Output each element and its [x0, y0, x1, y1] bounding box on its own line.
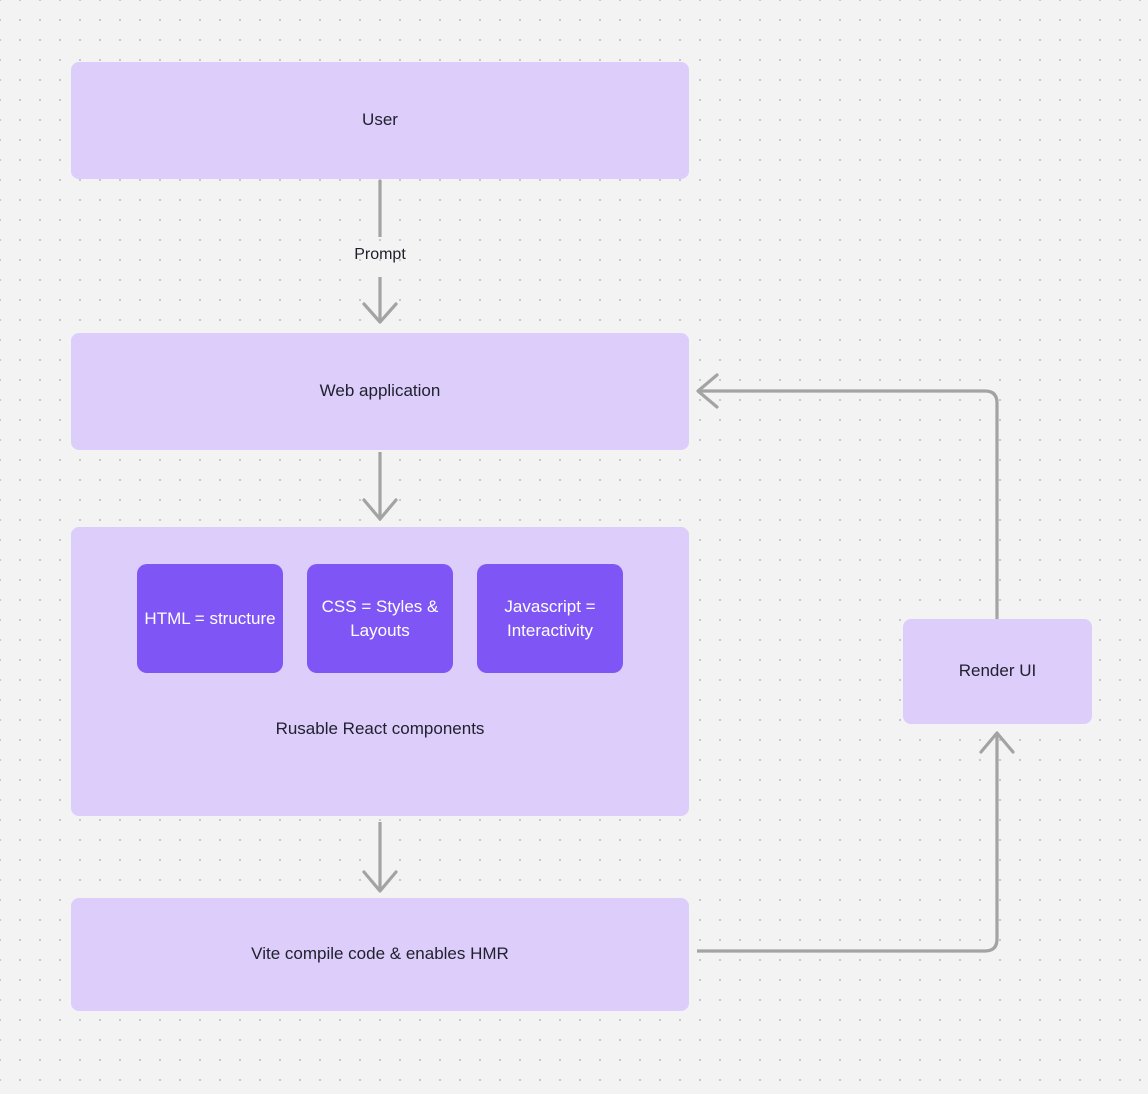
edge-web-application-to-components [362, 452, 398, 521]
node-render-ui-label: Render UI [958, 661, 1037, 681]
node-vite[interactable]: Vite compile code & enables HMR [71, 898, 689, 1011]
node-user[interactable]: User [71, 62, 689, 179]
node-web-application[interactable]: Web application [71, 333, 689, 450]
edge-components-to-vite [362, 822, 398, 893]
chip-css-label: CSS = Styles & Layouts [321, 597, 439, 640]
node-user-label: User [362, 110, 398, 130]
node-vite-label: Vite compile code & enables HMR [251, 944, 509, 964]
chip-html-label: HTML = structure [144, 608, 276, 628]
node-web-application-label: Web application [319, 381, 441, 401]
edge-label-prompt: Prompt [354, 246, 406, 263]
edge-render-ui-to-web-application [696, 373, 999, 619]
chip-javascript-label: Javascript = Interactivity [504, 597, 596, 640]
chip-html[interactable]: HTML = structure [137, 564, 283, 673]
chip-javascript[interactable]: Javascript = Interactivity [477, 564, 623, 673]
edge-vite-to-render-ui [697, 731, 1015, 953]
node-render-ui[interactable]: Render UI [903, 619, 1092, 724]
chip-css[interactable]: CSS = Styles & Layouts [307, 564, 453, 673]
node-components-group[interactable]: HTML = structure CSS = Styles & Layouts … [71, 527, 689, 816]
node-components-group-caption: Rusable React components [275, 719, 485, 738]
